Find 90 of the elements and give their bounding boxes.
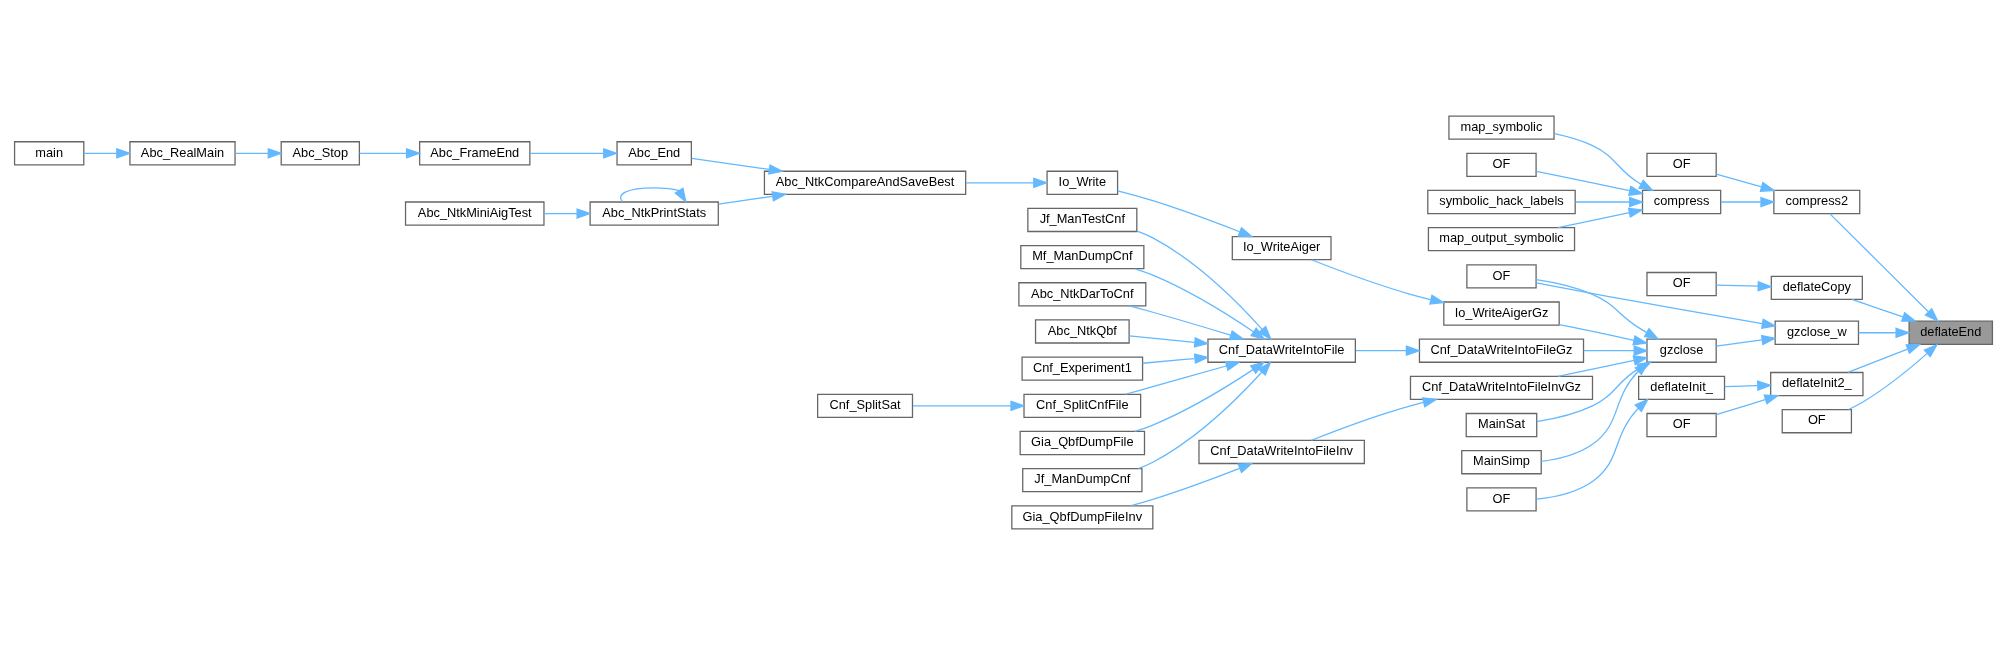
arrow bbox=[1310, 259, 1446, 305]
arrow bbox=[965, 177, 1049, 189]
node-box: Abc_RealMain bbox=[129, 141, 236, 166]
arrow bbox=[1310, 397, 1439, 441]
node-box: OF bbox=[1646, 271, 1717, 297]
node-box: Cnf_SplitCnfFile bbox=[1023, 393, 1142, 418]
arrow bbox=[1124, 360, 1241, 395]
arrow bbox=[912, 400, 1026, 412]
arrow bbox=[1557, 207, 1644, 229]
arrow bbox=[1829, 212, 1940, 323]
node-box: Abc_NtkQbf bbox=[1034, 319, 1130, 344]
node-box: deflateEnd bbox=[1908, 320, 1994, 345]
node-box: Gia_QbfDumpFile bbox=[1019, 430, 1146, 456]
node-box: compress2 bbox=[1773, 189, 1861, 215]
node-box: OF bbox=[1646, 412, 1717, 438]
arrow bbox=[543, 208, 592, 219]
arrow bbox=[358, 147, 422, 159]
arrow bbox=[83, 147, 132, 159]
arrow bbox=[717, 191, 788, 205]
node-box: map_symbolic bbox=[1448, 115, 1555, 140]
node-box: OF bbox=[1466, 152, 1537, 177]
arrow bbox=[1134, 268, 1266, 341]
node-box: deflateInit_ bbox=[1638, 375, 1726, 401]
node-box: compress bbox=[1641, 189, 1722, 215]
node-box: Cnf_DataWriteIntoFileGz bbox=[1418, 338, 1585, 363]
arrow bbox=[691, 157, 785, 175]
arrow bbox=[1715, 394, 1780, 416]
arrow bbox=[1130, 462, 1254, 507]
node-box: Abc_End bbox=[616, 141, 692, 166]
node-box: Io_Write bbox=[1046, 170, 1119, 195]
arrow bbox=[1137, 361, 1272, 470]
node-box: OF bbox=[1466, 264, 1537, 289]
node-box: Cnf_DataWriteIntoFileInvGz bbox=[1409, 375, 1594, 401]
arrow bbox=[1128, 305, 1245, 341]
arrow bbox=[1535, 170, 1645, 196]
arrow bbox=[1134, 361, 1266, 433]
node-box: Jf_ManTestCnf bbox=[1027, 207, 1138, 233]
arrow bbox=[1715, 280, 1773, 292]
node-box: Io_WriteAigerGz bbox=[1443, 301, 1560, 326]
node-box: map_output_symbolic bbox=[1427, 227, 1576, 252]
arrow bbox=[1116, 190, 1254, 238]
node-box: deflateInit2_ bbox=[1770, 371, 1864, 397]
node-box: Gia_QbfDumpFileInv bbox=[1011, 505, 1154, 530]
arrow bbox=[1535, 398, 1650, 500]
arrow bbox=[1583, 345, 1649, 357]
arrow bbox=[1535, 278, 1660, 340]
arrow bbox=[1128, 335, 1210, 348]
arrow bbox=[1558, 324, 1649, 346]
arrow bbox=[1724, 380, 1773, 392]
node-box: OF bbox=[1646, 152, 1717, 177]
arrow bbox=[619, 187, 687, 204]
arrow bbox=[529, 147, 619, 159]
arrow bbox=[1847, 343, 1939, 411]
node-box: gzclose bbox=[1646, 338, 1717, 363]
arrow bbox=[1720, 196, 1776, 208]
node-box: deflateCopy bbox=[1770, 275, 1863, 301]
arrow bbox=[1142, 353, 1210, 364]
arrow bbox=[1355, 345, 1422, 357]
arrow bbox=[1851, 298, 1918, 322]
arrow bbox=[1847, 343, 1922, 374]
node-box: MainSimp bbox=[1461, 450, 1542, 475]
node-box: Abc_NtkMiniAigTest bbox=[404, 201, 545, 226]
node-box: gzclose_w bbox=[1774, 320, 1860, 345]
arrow bbox=[1540, 361, 1650, 462]
node-box: Abc_NtkPrintStats bbox=[589, 201, 719, 226]
node-box: Abc_Stop bbox=[280, 141, 361, 166]
node-box: Cnf_DataWriteIntoFile bbox=[1207, 338, 1356, 363]
node-box: MainSat bbox=[1465, 412, 1538, 438]
node-box: Io_WriteAiger bbox=[1231, 236, 1332, 261]
node-box: Abc_NtkCompareAndSaveBest bbox=[763, 170, 967, 195]
arrow bbox=[1857, 327, 1911, 339]
arrow bbox=[1557, 355, 1649, 377]
arrow bbox=[1715, 334, 1777, 347]
arrow bbox=[1715, 173, 1776, 192]
arrow bbox=[1574, 196, 1645, 208]
node-box: main bbox=[13, 141, 85, 166]
node-box: Cnf_SplitSat bbox=[817, 393, 914, 418]
node-box: OF bbox=[1466, 487, 1537, 512]
arrow bbox=[1535, 282, 1777, 329]
node-box: Abc_FrameEnd bbox=[419, 141, 531, 166]
node-box: symbolic_hack_labels bbox=[1427, 189, 1576, 215]
node-box: Cnf_DataWriteIntoFileInv bbox=[1198, 439, 1365, 465]
node-box: OF bbox=[1781, 409, 1853, 434]
node-box: Abc_NtkDarToCnf bbox=[1018, 282, 1147, 307]
node-box: Mf_ManDumpCnf bbox=[1020, 244, 1145, 270]
node-box: Jf_ManDumpCnf bbox=[1022, 468, 1143, 493]
arrow bbox=[1553, 132, 1655, 192]
arrow bbox=[1136, 230, 1273, 341]
arrow bbox=[234, 147, 284, 159]
node-box: Cnf_Experiment1 bbox=[1021, 356, 1144, 381]
